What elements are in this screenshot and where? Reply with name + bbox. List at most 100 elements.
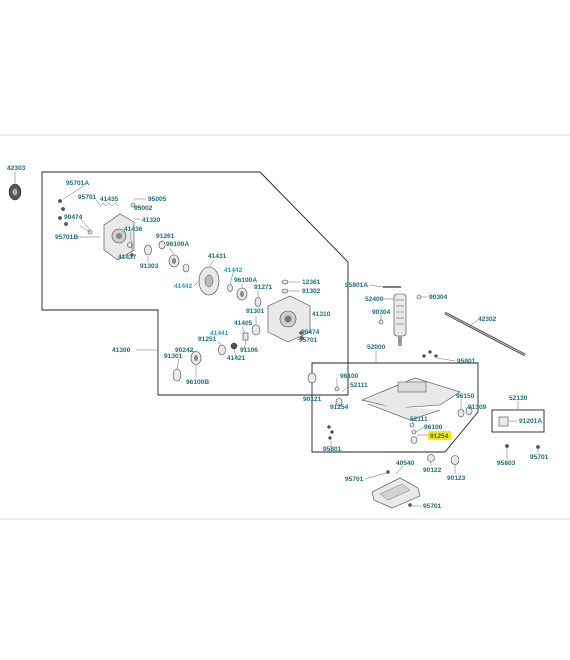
part-96100A-mid-drawing [236, 287, 248, 301]
label-95701A[interactable]: 95701A [66, 180, 89, 187]
label-52111-upper[interactable]: 52111 [350, 382, 368, 389]
part-96150-drawing [457, 408, 465, 418]
part-52111-low-drawing [409, 422, 415, 428]
label-41431[interactable]: 41431 [208, 253, 227, 260]
label-90122[interactable]: 90122 [423, 467, 442, 474]
part-ring-small [182, 263, 190, 273]
label-95701-right[interactable]: 95701 [530, 454, 549, 461]
part-90304-top [416, 294, 422, 300]
label-41437[interactable]: 41437 [118, 254, 137, 261]
label-41310[interactable]: 41310 [312, 311, 331, 318]
part-91301-mid-drawing [251, 324, 261, 336]
label-90121[interactable]: 90121 [303, 396, 322, 403]
label-91301-mid[interactable]: 91301 [246, 308, 265, 315]
label-41320[interactable]: 41320 [142, 217, 161, 224]
label-91261[interactable]: 91261 [156, 233, 175, 240]
label-95701-skid[interactable]: 95701 [345, 476, 364, 483]
label-95002[interactable]: 95002 [134, 205, 153, 212]
part-42303-drawing [8, 183, 22, 201]
label-41300[interactable]: 41300 [112, 347, 131, 354]
label-91251[interactable]: 91251 [198, 336, 217, 343]
part-41437-drawing [130, 253, 134, 257]
part-96100-low-drawing [411, 429, 417, 435]
label-40540[interactable]: 40540 [396, 460, 415, 467]
label-41442-b[interactable]: 41442 [174, 283, 193, 290]
part-40540-skid-plate [371, 477, 421, 509]
label-96100A-top[interactable]: 96100A [166, 241, 189, 248]
part-91106-drawing [242, 332, 249, 341]
part-52400-shock [383, 286, 407, 346]
label-52130[interactable]: 52130 [509, 395, 528, 402]
label-96100-upper[interactable]: 96100 [340, 373, 359, 380]
part-shim-a [227, 284, 233, 292]
part-90122-drawing [427, 454, 435, 462]
label-96150[interactable]: 96150 [456, 393, 475, 400]
label-95803[interactable]: 95803 [497, 460, 516, 467]
label-41435[interactable]: 41435 [100, 196, 119, 203]
part-41310-housing [267, 295, 311, 343]
label-41405[interactable]: 41405 [234, 320, 253, 327]
label-41441[interactable]: 41441 [210, 330, 229, 337]
label-90474-bottom[interactable]: 90474 [301, 329, 320, 336]
part-96100-upper-drawing [334, 386, 340, 392]
label-95801-top[interactable]: 95801 [457, 358, 476, 365]
label-90474-top[interactable]: 90474 [64, 214, 83, 221]
label-96100A-mid[interactable]: 96100A [234, 277, 257, 284]
label-41436[interactable]: 41436 [124, 226, 143, 233]
label-52400[interactable]: 52400 [365, 296, 384, 303]
part-91301-low-drawing [172, 368, 182, 382]
label-52111-low[interactable]: 52111 [410, 416, 428, 423]
label-91254-upper[interactable]: 91254 [330, 404, 349, 411]
label-95701-bottom[interactable]: 95701 [299, 337, 318, 344]
part-labels: 42303 95701A 41435 95005 95701 95002 413… [7, 165, 549, 510]
label-95701-bottom-right[interactable]: 95701 [423, 503, 442, 510]
label-90304-top[interactable]: 90304 [429, 294, 448, 301]
part-91201A-drawing [498, 416, 509, 427]
label-91309[interactable]: 91309 [468, 404, 487, 411]
part-41431-ring-gear [198, 266, 220, 296]
part-52000-swing-arm [361, 377, 461, 421]
label-95005[interactable]: 95005 [148, 196, 167, 203]
part-91302-drawing [281, 288, 289, 294]
label-91271[interactable]: 91271 [254, 284, 273, 291]
leader-lines [14, 172, 539, 507]
label-90242[interactable]: 90242 [175, 347, 194, 354]
part-41320-drawing [103, 213, 135, 261]
label-95801A[interactable]: 95801A [345, 282, 368, 289]
label-91301-low[interactable]: 91301 [164, 353, 183, 360]
label-91303[interactable]: 91303 [140, 263, 159, 270]
label-90304-bottom[interactable]: 90304 [372, 309, 391, 316]
label-41421[interactable]: 41421 [227, 355, 246, 362]
label-96100B[interactable]: 96100B [186, 379, 209, 386]
part-91254-low-drawing [410, 436, 418, 444]
label-41442-a[interactable]: 41442 [224, 267, 243, 274]
label-90123[interactable]: 90123 [447, 475, 466, 482]
bolt-group-swingarm-left [327, 425, 334, 440]
bolt-group-topleft [58, 199, 68, 226]
label-52000[interactable]: 52000 [367, 344, 386, 351]
part-95701-skid-top [386, 470, 390, 474]
part-41435-spring [99, 202, 119, 207]
bolt-group-swingarm-top [422, 350, 438, 358]
label-91302[interactable]: 91302 [302, 288, 321, 295]
label-91106[interactable]: 91106 [240, 347, 258, 354]
part-95701-skid-bottom [408, 503, 412, 507]
label-96100-low[interactable]: 96100 [424, 424, 443, 431]
part-90304-bottom [378, 319, 384, 325]
part-95701-right-drawing [536, 445, 540, 449]
label-91201A[interactable]: 91201A [519, 418, 542, 425]
label-91254-highlighted[interactable]: 91254 [430, 433, 449, 440]
part-41421-drawing [230, 342, 238, 350]
label-95701B[interactable]: 95701B [55, 234, 78, 241]
assembly-52000-outline [311, 362, 479, 453]
part-12361-drawing [281, 279, 289, 285]
assembly-41300-outline [41, 171, 349, 396]
part-95803-drawing [505, 444, 509, 448]
part-91251-drawing [218, 344, 226, 356]
label-95701-top[interactable]: 95701 [78, 194, 97, 201]
label-95801-left[interactable]: 95801 [323, 446, 342, 453]
label-12361[interactable]: 12361 [302, 279, 321, 286]
label-42303[interactable]: 42303 [7, 165, 26, 172]
label-42302[interactable]: 42302 [478, 316, 497, 323]
